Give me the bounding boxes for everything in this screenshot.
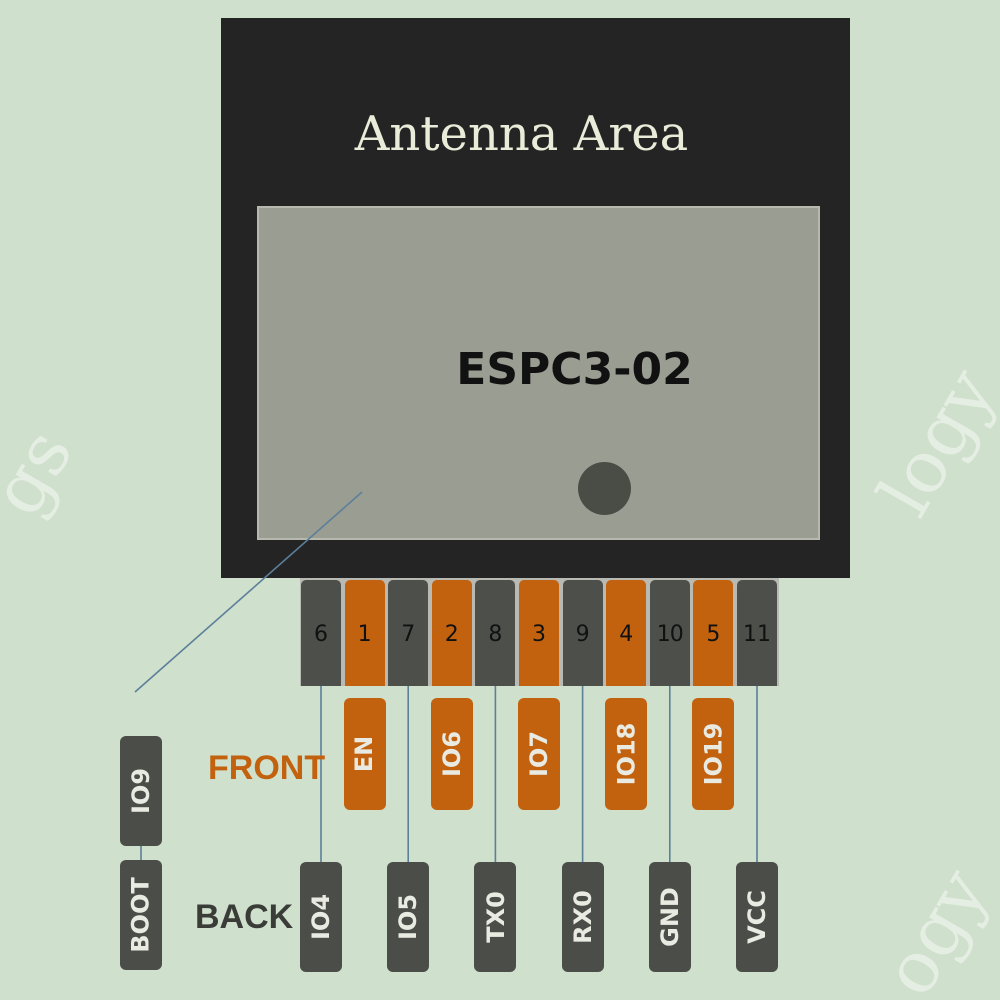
- pin-5: 5: [693, 580, 734, 686]
- pin-10: 10: [649, 580, 690, 686]
- front-tag-label: IO18: [612, 722, 641, 786]
- back-tag-rx0: RX0: [561, 862, 604, 972]
- pin-number-6: 6: [314, 622, 328, 647]
- front-tag-io7: IO7: [518, 698, 560, 810]
- back-tag-label: GND: [655, 887, 684, 947]
- pin-number-8: 8: [488, 622, 503, 647]
- front-tag-en: EN: [343, 698, 386, 810]
- pin-11: 11: [737, 580, 777, 686]
- front-tag-label: IO6: [437, 730, 466, 778]
- boot-tag-top: IO9: [120, 736, 162, 846]
- model-label: ESPC3-02: [456, 344, 693, 395]
- pin-number-3: 3: [532, 622, 546, 647]
- back-tag-tx0: TX0: [474, 862, 517, 972]
- pin-number-5: 5: [706, 622, 721, 647]
- pin-number-4: 4: [619, 622, 634, 647]
- front-tag-io18: IO18: [605, 698, 648, 810]
- pin-number-9: 9: [575, 622, 590, 647]
- back-tag-io5: IO5: [387, 862, 430, 972]
- front-tag-io19: IO19: [692, 698, 735, 810]
- pin1-marker-dot: [578, 462, 631, 515]
- pin-3: 3: [519, 580, 559, 686]
- back-tag-io4: IO4: [300, 862, 342, 972]
- back-tag-label: IO4: [307, 893, 335, 941]
- module-body: Antenna Area ESPC3-02: [221, 18, 850, 578]
- pin-number-2: 2: [444, 622, 459, 647]
- front-tag-label: IO7: [525, 730, 553, 778]
- front-label: FRONT: [208, 749, 326, 787]
- pin-number-11: 11: [743, 622, 771, 647]
- pin-1: 1: [344, 580, 385, 686]
- pin-9: 9: [562, 580, 603, 686]
- back-tag-label: RX0: [568, 890, 597, 944]
- rf-shield: ESPC3-02: [257, 206, 820, 540]
- pin1-leader-line: [134, 491, 363, 693]
- front-tag-label: EN: [350, 735, 379, 773]
- pin-8: 8: [475, 580, 516, 686]
- back-tag-label: IO5: [394, 893, 423, 941]
- back-tag-vcc: VCC: [736, 862, 778, 972]
- pin-number-10: 10: [656, 622, 684, 647]
- pin-2: 2: [431, 580, 472, 686]
- boot-tag-bottom: BOOT: [120, 860, 162, 970]
- boot-tag-bottom-label: BOOT: [127, 877, 155, 953]
- pin-4: 4: [606, 580, 647, 686]
- front-tag-io6: IO6: [430, 698, 473, 810]
- front-tag-label: IO19: [699, 722, 728, 786]
- back-tag-label: VCC: [743, 890, 771, 944]
- pin-7: 7: [388, 580, 429, 686]
- pin-6: 6: [301, 580, 341, 686]
- pin-number-1: 1: [357, 622, 372, 647]
- back-tag-gnd: GND: [648, 862, 691, 972]
- back-label: BACK: [195, 898, 294, 936]
- back-tag-label: TX0: [481, 891, 510, 943]
- pin-number-7: 7: [401, 622, 416, 647]
- antenna-area-title: Antenna Area: [354, 106, 689, 162]
- boot-tag-top-label: IO9: [127, 767, 155, 815]
